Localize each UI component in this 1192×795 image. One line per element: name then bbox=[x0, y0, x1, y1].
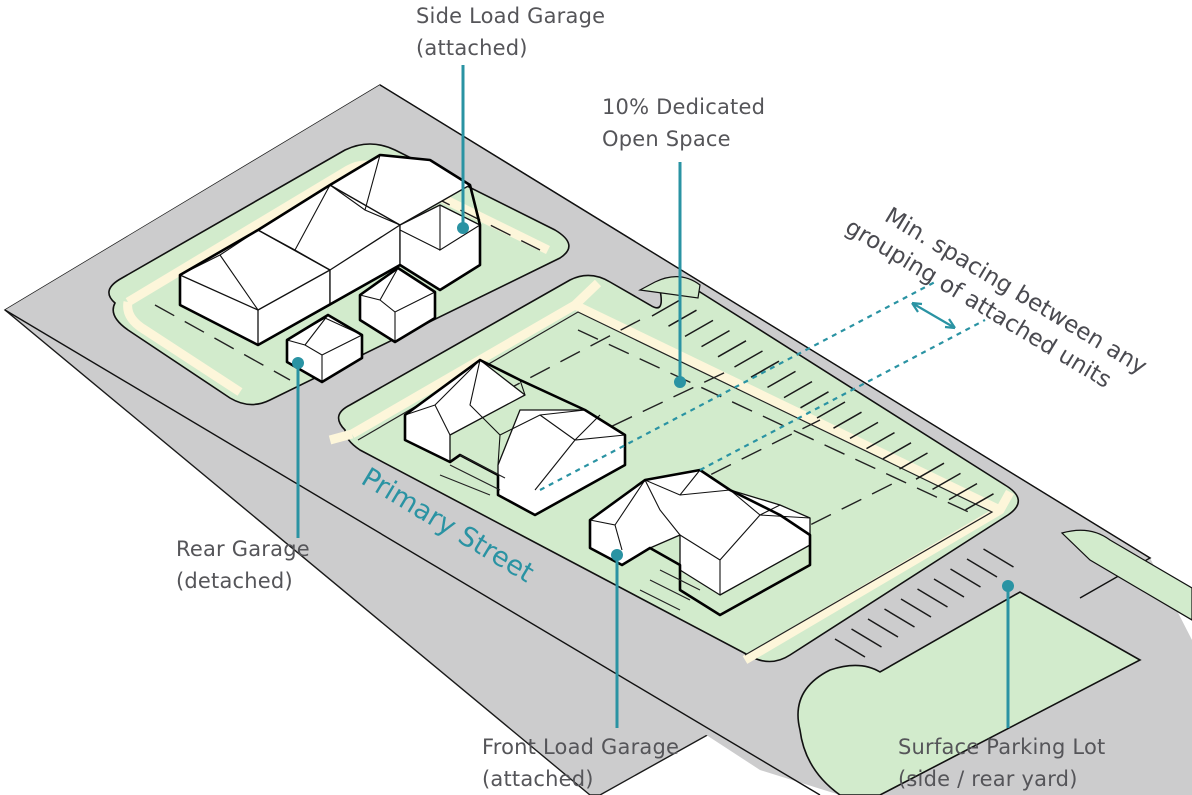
parking-stall-line bbox=[950, 568, 981, 588]
label-surface-parking-line1: Surface Parking Lot bbox=[898, 735, 1106, 759]
label-side-load-garage-line2: (attached) bbox=[416, 36, 528, 60]
label-front-load-garage: Front Load Garage (attached) bbox=[482, 731, 679, 795]
parking-stall-line bbox=[965, 493, 994, 511]
parking-stall-line bbox=[884, 608, 915, 628]
north-block-lot-line bbox=[154, 194, 541, 381]
front-townhouse-group-1 bbox=[403, 358, 627, 517]
driveway-lines bbox=[439, 454, 701, 611]
parking-stall-line bbox=[651, 299, 681, 317]
parking-stall-line bbox=[983, 548, 1014, 568]
parking-stall-line bbox=[882, 442, 912, 460]
parking-stall-line bbox=[915, 462, 945, 480]
parking-stall-line bbox=[851, 628, 882, 648]
parking-stall-line bbox=[684, 319, 714, 338]
label-surface-parking-line2: (side / rear yard) bbox=[898, 767, 1078, 791]
open-space-lot-line bbox=[439, 319, 976, 571]
label-open-space: 10% Dedicated Open Space bbox=[602, 91, 765, 155]
parking-stall-line bbox=[783, 380, 813, 399]
north-townhouse-group bbox=[178, 153, 482, 347]
leader-side-load-garage bbox=[457, 65, 469, 234]
parking-stall-line bbox=[933, 578, 965, 598]
parking-stall-line bbox=[932, 472, 961, 491]
front-townhouse-group-2 bbox=[588, 468, 812, 617]
dot-leader-icon bbox=[457, 222, 469, 234]
label-side-load-garage: Side Load Garage (attached) bbox=[416, 0, 605, 64]
label-front-load-garage-line1: Front Load Garage bbox=[482, 735, 680, 759]
road-far-edge bbox=[379, 84, 1152, 599]
parking-stall-line bbox=[834, 638, 866, 658]
label-front-load-garage-line2: (attached) bbox=[482, 767, 594, 791]
parking-stalls-upper bbox=[651, 299, 994, 511]
parking-stall-line bbox=[734, 350, 763, 368]
parking-stall-line bbox=[750, 360, 780, 378]
dot-leader-icon bbox=[674, 376, 686, 388]
dot-leader-icon bbox=[292, 357, 304, 369]
parking-stall-line bbox=[900, 598, 932, 618]
parking-stall-line bbox=[800, 391, 829, 409]
parking-stalls-lower bbox=[834, 548, 1014, 658]
parking-stall-line bbox=[917, 588, 948, 608]
leader-front-load-garage bbox=[611, 549, 623, 728]
parking-stall-line bbox=[899, 452, 928, 470]
parking-island-right bbox=[1060, 529, 1192, 621]
parking-island-top bbox=[638, 276, 701, 299]
double-arrow-icon bbox=[911, 301, 956, 330]
parking-stall-line bbox=[833, 411, 862, 429]
parking-stall-line bbox=[816, 401, 846, 419]
parking-stall-line bbox=[948, 482, 978, 501]
leader-open-space bbox=[674, 162, 686, 388]
parking-stall-line bbox=[849, 421, 879, 440]
parking-stall-line bbox=[867, 618, 899, 638]
leader-rear-garage bbox=[292, 357, 304, 538]
min-spacing-dimension bbox=[539, 281, 986, 491]
rear-garage-detached bbox=[285, 266, 437, 384]
dot-leader-icon bbox=[611, 549, 623, 561]
parking-stall-line bbox=[866, 431, 895, 450]
parking-stall-line bbox=[966, 558, 998, 578]
street-edge bbox=[4, 309, 821, 795]
parking-island-bottom bbox=[797, 591, 1142, 795]
dot-leader-icon bbox=[1002, 580, 1014, 592]
parking-stall-line bbox=[767, 370, 796, 389]
parking-stall-line bbox=[668, 309, 697, 327]
label-rear-garage: Rear Garage (detached) bbox=[176, 533, 310, 597]
label-open-space-line1: 10% Dedicated bbox=[602, 95, 766, 119]
label-surface-parking: Surface Parking Lot (side / rear yard) bbox=[898, 731, 1105, 795]
leader-surface-parking bbox=[1002, 580, 1014, 728]
label-open-space-line2: Open Space bbox=[602, 127, 731, 151]
label-side-load-garage-line1: Side Load Garage bbox=[416, 4, 606, 28]
label-rear-garage-line1: Rear Garage bbox=[176, 537, 310, 561]
parking-stall-line bbox=[701, 329, 730, 348]
main-block-sidewalk bbox=[328, 279, 1014, 664]
parking-stall-line bbox=[717, 340, 747, 358]
label-rear-garage-line2: (detached) bbox=[176, 569, 293, 593]
